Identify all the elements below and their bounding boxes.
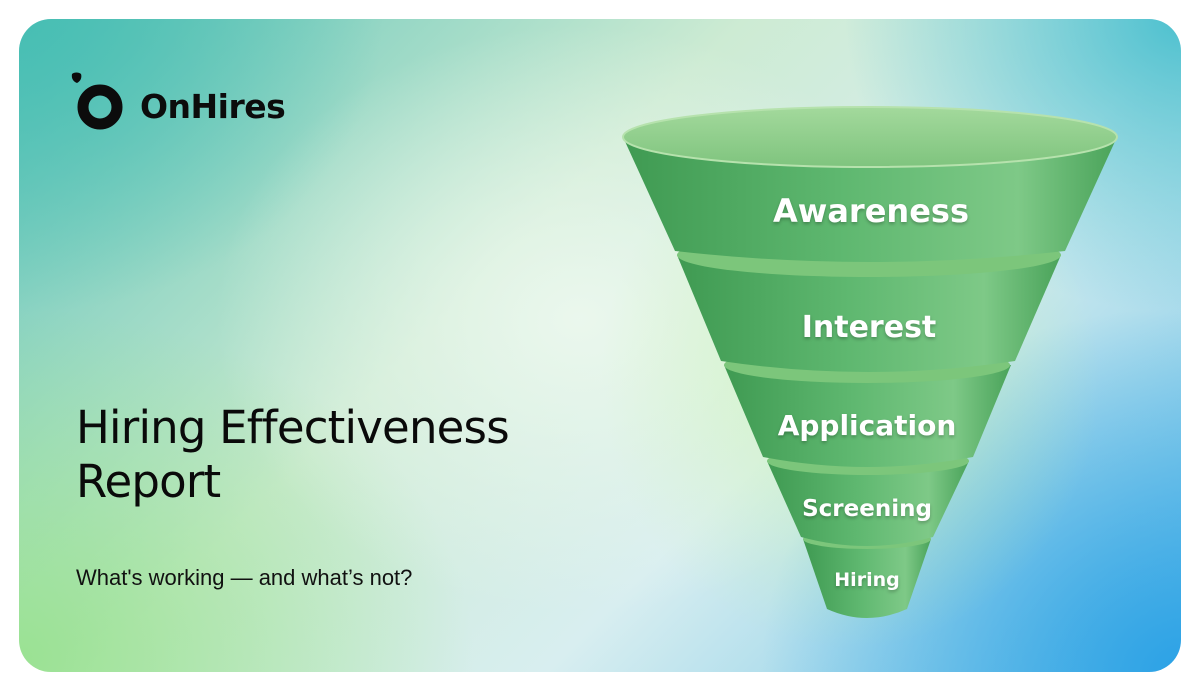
onhires-logo-icon — [70, 71, 130, 135]
funnel-label-hiring: Hiring — [834, 569, 900, 591]
funnel-label-application: Application — [777, 409, 957, 442]
funnel-label-interest: Interest — [801, 310, 937, 345]
logo: OnHires — [70, 71, 286, 135]
page-title: Hiring Effectiveness Report — [76, 401, 510, 508]
funnel-label-awareness: Awareness — [773, 192, 969, 230]
funnel-label-screening: Screening — [802, 496, 932, 522]
funnel-segment-awareness — [622, 106, 1118, 262]
funnel-graphic: Awareness Interest Application Screening… — [589, 89, 1118, 649]
brand-name: OnHires — [140, 86, 286, 126]
funnel-svg — [601, 106, 1118, 649]
banner: OnHires Hiring Effectiveness Report What… — [19, 19, 1181, 672]
page-subtitle: What's working — and what’s not? — [76, 565, 413, 590]
